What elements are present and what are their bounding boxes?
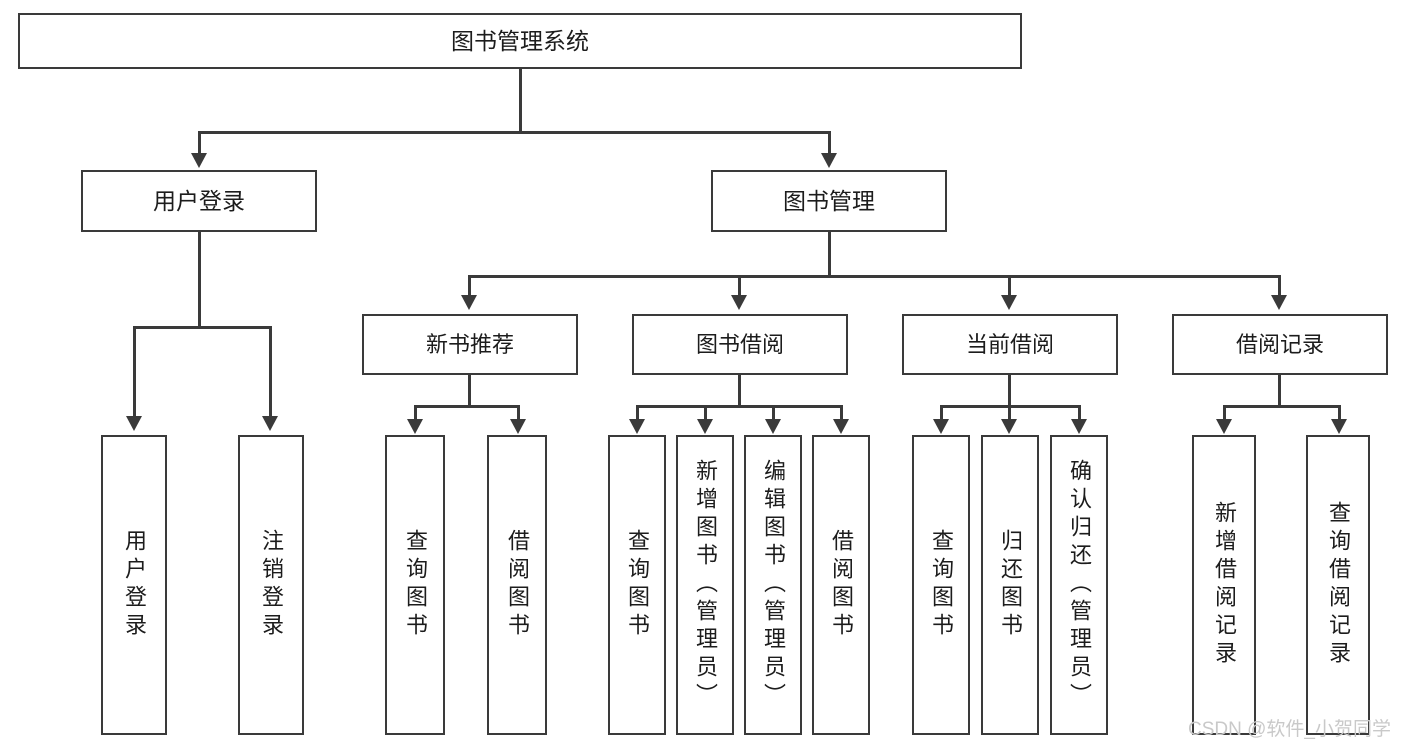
arrow-to-leaf-query-book-3 [933, 419, 949, 434]
connector-recommend-drop-1 [414, 405, 417, 421]
leaf-label: 借阅图书 [829, 529, 854, 641]
node-label: 用户登录 [153, 187, 245, 214]
leaf-label: 注销登录 [259, 529, 284, 641]
leaf-label: 查询图书 [929, 529, 954, 641]
leaf-label: 查询图书 [403, 529, 428, 641]
connector-borrow-stem [738, 375, 741, 407]
node-label: 新书推荐 [425, 331, 514, 357]
connector-borrow-drop-1 [636, 405, 639, 421]
connector-book-manage-drop-2 [738, 275, 741, 297]
leaf-recommend-borrow-book[interactable]: 借阅图书 [487, 435, 547, 735]
node-root-system[interactable]: 图书管理系统 [18, 13, 1022, 69]
arrow-to-new-book-recommend [461, 295, 477, 310]
leaf-borrow-add-book[interactable]: 新增图书（管理员） [676, 435, 734, 735]
connector-user-login-drop-1 [133, 326, 136, 418]
leaf-label: 查询图书 [625, 529, 650, 641]
connector-root-stem [519, 69, 522, 132]
node-label: 图书借阅 [695, 331, 784, 357]
leaf-current-return-book[interactable]: 归还图书 [981, 435, 1039, 735]
connector-book-manage-bus [468, 275, 1280, 278]
connector-level2-drop-1 [198, 131, 201, 155]
arrow-to-leaf-query-book-2 [629, 419, 645, 434]
leaf-current-confirm-return[interactable]: 确认归还（管理员） [1050, 435, 1108, 735]
connector-borrow-bus [636, 405, 842, 408]
leaf-borrow-borrow-book[interactable]: 借阅图书 [812, 435, 870, 735]
connector-borrow-drop-2 [704, 405, 707, 421]
leaf-record-add[interactable]: 新增借阅记录 [1192, 435, 1256, 735]
arrow-to-current-borrow [1001, 295, 1017, 310]
node-new-book-recommend[interactable]: 新书推荐 [362, 314, 578, 375]
leaf-user-login[interactable]: 用户登录 [101, 435, 167, 735]
node-borrow-record[interactable]: 借阅记录 [1172, 314, 1388, 375]
connector-record-stem [1278, 375, 1281, 407]
node-book-manage[interactable]: 图书管理 [711, 170, 947, 232]
connector-book-manage-drop-3 [1008, 275, 1011, 297]
connector-borrow-drop-4 [840, 405, 843, 421]
connector-user-login-drop-2 [269, 326, 272, 418]
node-label: 图书管理 [783, 187, 875, 214]
connector-current-stem [1008, 375, 1011, 407]
connector-current-drop-3 [1078, 405, 1081, 421]
connector-record-bus [1223, 405, 1340, 408]
leaf-label: 编辑图书（管理员） [761, 459, 786, 711]
arrow-to-user-login [191, 153, 207, 168]
node-label: 图书管理系统 [451, 27, 589, 54]
connector-level2-bus [198, 131, 831, 134]
connector-current-drop-2 [1008, 405, 1011, 421]
connector-user-login-bus [133, 326, 272, 329]
connector-recommend-drop-2 [517, 405, 520, 421]
connector-record-drop-1 [1223, 405, 1226, 421]
connector-user-login-stem [198, 232, 201, 328]
watermark-csdn: CSDN @软件_小贺同学 [1188, 719, 1391, 740]
leaf-label: 查询借阅记录 [1326, 501, 1351, 669]
connector-level2-drop-2 [828, 131, 831, 155]
leaf-label: 归还图书 [998, 529, 1023, 641]
arrow-to-leaf-user-login [126, 416, 142, 431]
leaf-borrow-edit-book[interactable]: 编辑图书（管理员） [744, 435, 802, 735]
leaf-logout[interactable]: 注销登录 [238, 435, 304, 735]
leaf-label: 确认归还（管理员） [1067, 459, 1092, 711]
connector-recommend-bus [414, 405, 519, 408]
connector-book-manage-drop-1 [468, 275, 471, 297]
arrow-to-leaf-confirm-return [1071, 419, 1087, 434]
arrow-to-leaf-borrow-book-1 [510, 419, 526, 434]
node-current-borrow[interactable]: 当前借阅 [902, 314, 1118, 375]
node-label: 借阅记录 [1235, 331, 1324, 357]
arrow-to-book-borrow [731, 295, 747, 310]
leaf-label: 新增借阅记录 [1212, 501, 1237, 669]
connector-current-drop-1 [940, 405, 943, 421]
arrow-to-leaf-edit-book [765, 419, 781, 434]
connector-recommend-stem [468, 375, 471, 407]
arrow-to-leaf-query-record [1331, 419, 1347, 434]
connector-borrow-drop-3 [772, 405, 775, 421]
arrow-to-leaf-query-book-1 [407, 419, 423, 434]
arrow-to-leaf-add-book [697, 419, 713, 434]
leaf-record-query[interactable]: 查询借阅记录 [1306, 435, 1370, 735]
leaf-label: 用户登录 [122, 529, 147, 641]
node-book-borrow[interactable]: 图书借阅 [632, 314, 848, 375]
arrow-to-leaf-return-book [1001, 419, 1017, 434]
leaf-recommend-query-book[interactable]: 查询图书 [385, 435, 445, 735]
arrow-to-leaf-borrow-book-2 [833, 419, 849, 434]
leaf-label: 新增图书（管理员） [693, 459, 718, 711]
node-label: 当前借阅 [965, 331, 1054, 357]
leaf-current-query-book[interactable]: 查询图书 [912, 435, 970, 735]
connector-book-manage-stem [828, 232, 831, 277]
connector-book-manage-drop-4 [1278, 275, 1281, 297]
arrow-to-book-manage [821, 153, 837, 168]
leaf-borrow-query-book[interactable]: 查询图书 [608, 435, 666, 735]
node-user-login[interactable]: 用户登录 [81, 170, 317, 232]
arrow-to-leaf-add-record [1216, 419, 1232, 434]
arrow-to-borrow-record [1271, 295, 1287, 310]
connector-record-drop-2 [1338, 405, 1341, 421]
arrow-to-leaf-logout [262, 416, 278, 431]
leaf-label: 借阅图书 [505, 529, 530, 641]
